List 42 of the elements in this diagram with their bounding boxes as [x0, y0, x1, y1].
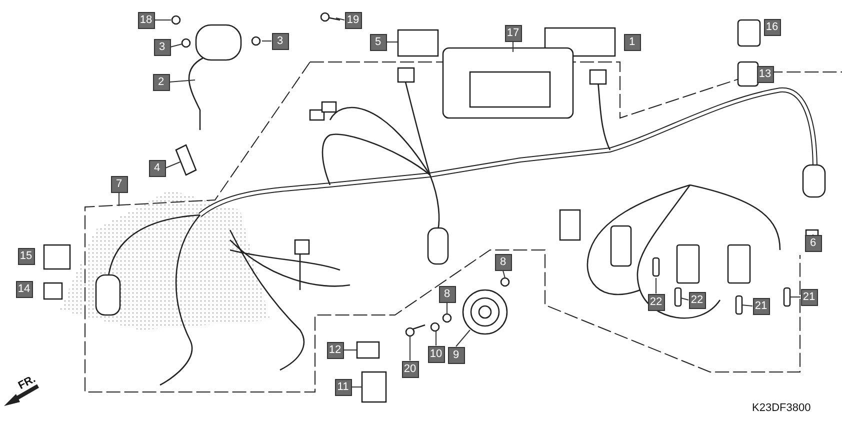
- leader-line: [742, 304, 753, 306]
- callout-number: 13: [756, 66, 774, 82]
- callout-number: 1: [624, 34, 640, 50]
- leader-line: [512, 41, 514, 52]
- callout-number: 8: [438, 286, 456, 302]
- callout-number: 11: [334, 378, 352, 396]
- callout-number: 22: [688, 292, 706, 308]
- leader-line: [790, 296, 801, 298]
- leader-line: [170, 44, 182, 48]
- callout-number: 14: [16, 280, 32, 298]
- leader-line: [336, 18, 345, 20]
- callout-number: 20: [402, 360, 418, 378]
- callout-number: 21: [800, 288, 818, 306]
- leader-line: [446, 302, 448, 314]
- callout-number: 4: [148, 160, 166, 176]
- callout-number: 5: [370, 34, 386, 50]
- leader-line: [456, 330, 470, 347]
- leader-line: [262, 40, 272, 42]
- callout-number: 10: [428, 346, 444, 362]
- leader-line: [351, 386, 362, 388]
- leader-line: [169, 80, 196, 82]
- callout-number: 12: [326, 342, 344, 358]
- callout-number: 18: [138, 12, 154, 28]
- callout-number: 17: [504, 24, 522, 42]
- callout-number: 16: [764, 18, 780, 36]
- callout-number: 3: [272, 32, 288, 50]
- drawing-code: K23DF3800: [752, 402, 811, 414]
- leader-line: [118, 192, 120, 206]
- callout-number: 6: [804, 234, 822, 252]
- callout-number: 8: [494, 254, 512, 270]
- callout-number: 3: [154, 38, 170, 56]
- callout-number: 22: [648, 294, 664, 310]
- direction-label: FR.: [16, 373, 38, 392]
- callout-number: 2: [152, 74, 170, 90]
- callout-number: 9: [448, 346, 464, 364]
- leader-line: [502, 270, 506, 278]
- callout-number: 19: [344, 12, 362, 28]
- leader-line: [165, 162, 180, 168]
- leader-line: [680, 298, 689, 300]
- callout-number: 7: [110, 176, 128, 192]
- callout-number: 21: [752, 298, 770, 314]
- callout-number: 15: [18, 248, 34, 264]
